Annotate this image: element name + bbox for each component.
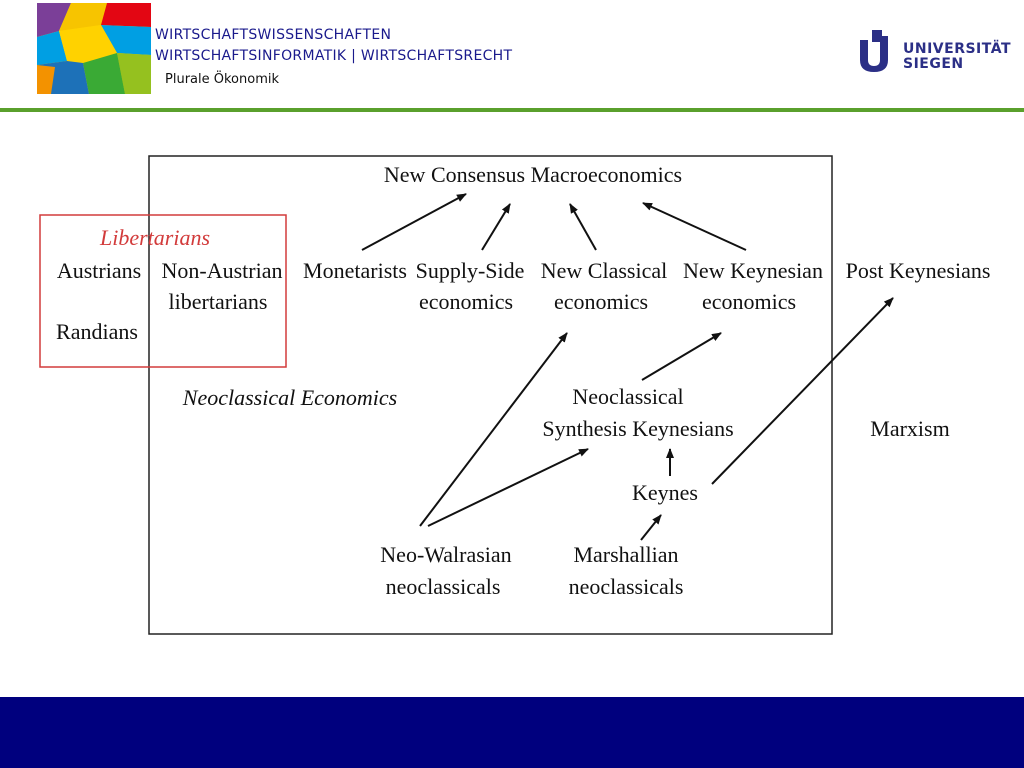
- neo-walrasian-label-line-1: Neo-Walrasian: [380, 542, 511, 567]
- new-classical-label-line-2: economics: [554, 289, 648, 314]
- new-consensus-title: New Consensus Macroeconomics: [384, 162, 682, 187]
- arrow-walrasian-to-synthesis: [427, 448, 589, 527]
- non-austrian-label-line-2: libertarians: [169, 289, 268, 314]
- faculty-name-line-2: WIRTSCHAFTSINFORMATIK | WIRTSCHAFTSRECHT: [155, 48, 513, 64]
- libertarians-frame: [39, 214, 287, 368]
- monetarists-label: Monetarists: [303, 258, 407, 283]
- university-siegen-logo-icon: [860, 30, 888, 72]
- libertarians-label: Libertarians: [99, 225, 210, 250]
- faculty-name-line-1: WIRTSCHAFTSWISSENSCHAFTEN: [155, 27, 392, 43]
- footer-band: [0, 697, 1024, 768]
- header-divider: [0, 108, 1024, 112]
- arrow-new-classical-to-consensus: [569, 203, 597, 251]
- university-name-line-1: UNIVERSITÄT: [903, 41, 1012, 57]
- synthesis-label-line-2: Synthesis Keynesians: [542, 416, 733, 441]
- arrow-synthesis-to-new-keynesian: [641, 332, 722, 381]
- arrow-marshallian-to-keynes: [640, 514, 662, 541]
- arrow-walrasian-to-new-classical: [419, 332, 568, 527]
- university-name-line-2: SIEGEN: [903, 56, 964, 72]
- new-classical-label-line-1: New Classical: [541, 258, 667, 283]
- arrow-new-keynesian-to-consensus: [642, 202, 747, 251]
- supply-side-label-line-2: economics: [419, 289, 513, 314]
- marxism-label: Marxism: [870, 416, 949, 441]
- new-keynesian-label-line-2: economics: [702, 289, 796, 314]
- faculty-mosaic-logo-icon: [37, 3, 151, 94]
- randians-label: Randians: [56, 319, 138, 344]
- marshallian-label-line-2: neoclassicals: [569, 574, 684, 599]
- neoclassical-economics-frame: [148, 155, 833, 635]
- arrow-supply-side-to-consensus: [481, 203, 511, 251]
- arrow-keynes-to-post-keynesians: [711, 297, 894, 485]
- neo-walrasian-label-line-2: neoclassicals: [386, 574, 501, 599]
- post-keynesians-label: Post Keynesians: [846, 258, 991, 283]
- keynes-label: Keynes: [632, 480, 698, 505]
- synthesis-label-line-1: Neoclassical: [572, 384, 683, 409]
- non-austrian-label-line-1: Non-Austrian: [162, 258, 283, 283]
- marshallian-label-line-1: Marshallian: [573, 542, 678, 567]
- austrians-label: Austrians: [57, 258, 141, 283]
- new-keynesian-label-line-1: New Keynesian: [683, 258, 823, 283]
- neoclassical-economics-label: Neoclassical Economics: [182, 385, 397, 410]
- supply-side-label-line-1: Supply-Side: [416, 258, 525, 283]
- course-title: Plurale Ökonomik: [165, 72, 279, 87]
- arrow-monetarists-to-consensus: [361, 193, 467, 251]
